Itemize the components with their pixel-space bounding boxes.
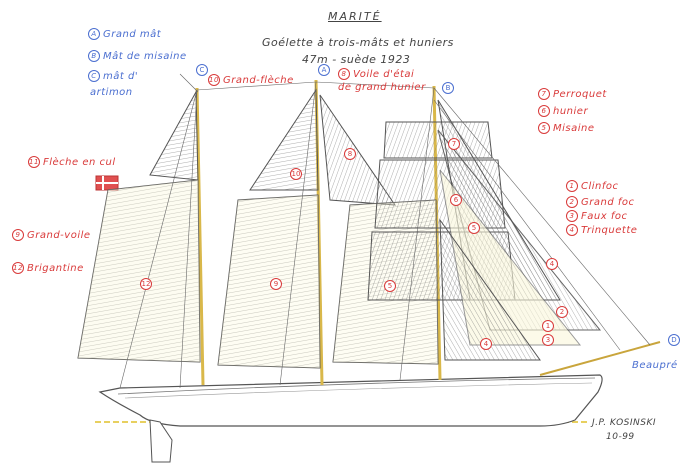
label-beaupre: Beaupré [632,360,678,371]
sail-mark-6: 6 [450,194,462,206]
hull [98,374,603,427]
hull-sheer [117,377,596,395]
label-voile-etai-line2: de grand hunier [338,82,426,93]
signature-date: 10-99 [606,432,635,442]
sail-mark-12: 12 [140,278,152,290]
sail-mark-10: 10 [290,168,302,180]
signature-name: J.P. KOSINSKI [592,418,657,428]
legend-artimon-line2: artimon [90,87,133,98]
mast-mark-c: C [196,64,208,76]
sail-grand-fleche [249,88,319,191]
mast-mark-b: B [442,82,454,94]
subtitle-line-2: 47m - suède 1923 [302,53,411,66]
mark-a: A [88,28,100,40]
sail-mark-7: 7 [448,138,460,150]
hull-sheer-2 [124,382,593,399]
sail-mark-4b: 4 [480,338,492,350]
sail-mark-3: 3 [542,334,554,346]
sail-voile-etai [319,94,396,206]
subtitle-line-1: Goélette à trois-mâts et huniers [262,36,454,49]
sail-brigantine [77,179,201,363]
sail-mark-1: 1 [542,320,554,332]
mast-mark-d: D [668,334,680,346]
sail-mark-2: 2 [556,306,568,318]
sail-mark-4a: 4 [546,258,558,270]
sail-jib-4 [439,218,541,361]
mark-b: B [88,50,100,62]
rigging [119,73,651,389]
sail-mark-9: 9 [270,278,282,290]
sail-mark-8: 8 [344,148,356,160]
sail-perroquet [383,121,493,159]
bowsprit [539,341,661,376]
sail-mark-5b: 5 [468,222,480,234]
sail-grand-voile [217,194,321,369]
sail-fleche-en-cul [149,90,199,181]
sail-mark-5a: 5 [384,280,396,292]
mizzen-mast [195,87,205,386]
rudder [149,419,173,463]
page-title: MARITÉ [328,10,382,23]
mast-mark-a: A [318,64,330,76]
mark-c: C [88,70,100,82]
